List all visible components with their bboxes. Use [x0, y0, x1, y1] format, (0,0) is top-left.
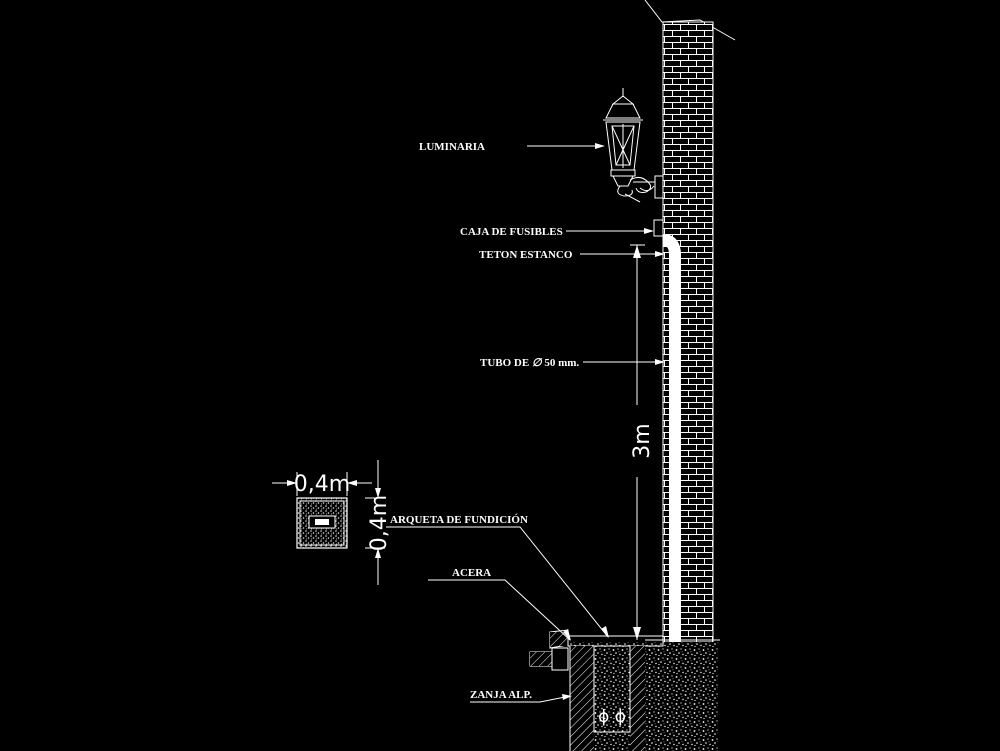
label-tubo-prefix: TUBO DE: [480, 357, 532, 369]
label-zanja: ZANJA ALP.: [470, 689, 532, 701]
label-teton-estanco: TETON ESTANCO: [479, 249, 573, 261]
label-tubo-symbol: ∅: [532, 357, 543, 369]
label-tubo: TUBO DE ∅ 50 mm.: [480, 357, 579, 369]
cast-iron-box-plan: [296, 497, 348, 549]
box-width-label: 0,4m: [294, 472, 350, 497]
conduit-marks: ϕ ϕ: [598, 707, 626, 727]
annotation-labels: LUMINARIA CAJA DE FUSIBLES TETON ESTANCO…: [390, 141, 579, 701]
label-acera: ACERA: [452, 567, 491, 579]
label-tubo-suffix: 50 mm.: [542, 357, 580, 369]
box-height-label: 0,4m: [367, 495, 392, 551]
trench-pit: ϕ ϕ: [569, 645, 645, 751]
label-arqueta: ARQUETA DE FUNDICIÓN: [390, 514, 528, 526]
height-dimension: 3m: [630, 244, 655, 640]
label-caja-fusibles: CAJA DE FUSIBLES: [460, 226, 563, 238]
fuse-box: [653, 219, 664, 237]
leader-lines: [386, 143, 665, 703]
box-height-dimension: 0,4m: [365, 460, 392, 585]
roof-line: [644, 0, 736, 41]
label-luminaria: LUMINARIA: [419, 141, 485, 153]
height-dimension-label: 3m: [630, 423, 655, 458]
box-width-dimension: 0,4m: [272, 472, 372, 497]
lantern-luminaire-icon: [603, 88, 664, 203]
